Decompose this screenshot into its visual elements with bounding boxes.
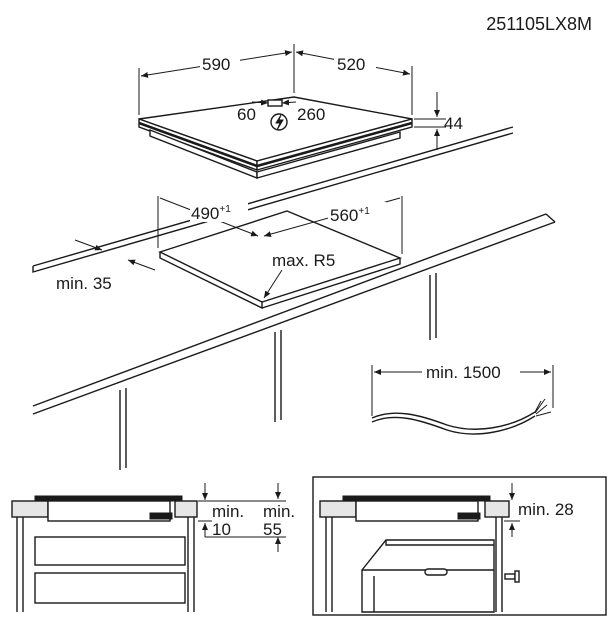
cable-offset-label: 60 [237,105,256,124]
hob-drawing: 60 260 590 520 44 [138,44,463,180]
drawer-side-b: 55 [263,520,282,539]
oven-clearance-label: min. 28 [518,500,574,519]
cable-length-label: min. 1500 [426,363,501,382]
cutout-width-label: 490+1 [191,204,231,223]
drawer-installation: min. 10 min. 55 [11,483,295,612]
corner-radius-label: max. R5 [272,251,335,270]
edge-distance-label: min. 35 [56,274,112,293]
drawer-side-a: min. [263,502,295,521]
hob-width-label: 590 [202,55,230,74]
cable-drawing: min. 1500 [371,361,554,435]
electric-icon [270,113,288,131]
drawer-clearance-a: min. [212,502,244,521]
product-code: 251105LX8M [486,14,592,34]
hob-height-label: 44 [444,114,463,133]
cable-depth-label: 260 [297,105,325,124]
cutout-depth-label: 560+1 [330,206,370,225]
worktop-drawing: 490+1 560+1 max. R5 min. 35 [32,126,556,470]
drawer-clearance-b: 10 [212,520,231,539]
oven-installation: min. 28 [312,476,607,616]
hob-depth-label: 520 [337,55,365,74]
